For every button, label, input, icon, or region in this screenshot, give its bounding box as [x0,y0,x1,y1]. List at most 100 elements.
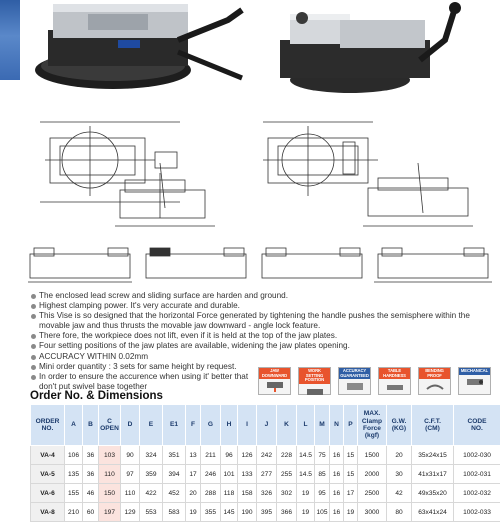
mechanical-icon: MECHANICAL [458,367,491,395]
table-cell: 277 [257,465,277,484]
table-cell: 355 [201,503,221,522]
table-cell: VA-4 [31,446,65,465]
column-header: F [186,405,201,446]
table-cell: 16 [330,446,344,465]
column-header: MAX. Clamp Force (kgf) [358,405,387,446]
column-header: I [238,405,257,446]
table-cell: 105 [315,503,330,522]
column-header: A [65,405,83,446]
column-header: CODE NO. [454,405,500,446]
feature-item: There fore, the workpiece does not lift,… [30,331,495,341]
table-cell: 20 [387,446,412,465]
table-cell: 15 [344,465,358,484]
table-cell: 133 [238,465,257,484]
column-header: N [330,405,344,446]
jaw-position-drawings [28,244,498,288]
table-cell: 15 [344,446,358,465]
feature-item: movable jaw and thus thrusts the movable… [30,321,495,331]
table-cell: 135 [65,465,83,484]
table-cell: 3000 [358,503,387,522]
table-cell: 35x24x15 [412,446,454,465]
column-header: ORDER NO. [31,405,65,446]
table-cell: 1500 [358,446,387,465]
column-header: L [297,405,315,446]
table-cell: 1002-030 [454,446,500,465]
table-cell: 255 [277,465,297,484]
work-setting-position-icon: WORK SETTING POSITION [298,367,331,395]
section-title: Order No. & Dimensions [30,390,163,402]
feature-item: This Vise is so designed that the horizo… [30,311,495,321]
table-cell: 85 [315,465,330,484]
table-cell: 60 [83,503,99,522]
table-cell: 197 [99,503,121,522]
table-cell: 17 [186,465,201,484]
column-header: C.F.T. (CM) [412,405,454,446]
table-cell: 101 [221,465,238,484]
table-cell: 14.5 [297,446,315,465]
table-cell: 103 [99,446,121,465]
table-cell: 36 [83,465,99,484]
table-cell: 1002-031 [454,465,500,484]
table-cell: 395 [257,503,277,522]
technical-drawing-left [30,118,250,236]
table-cell: 97 [121,465,140,484]
table-cell: 366 [277,503,297,522]
table-cell: VA-5 [31,465,65,484]
column-header: D [121,405,140,446]
table-cell: 14.5 [297,465,315,484]
table-cell: 41x31x17 [412,465,454,484]
table-cell: 19 [344,503,358,522]
table-cell: 324 [140,446,163,465]
table-cell: 228 [277,446,297,465]
table-cell: 246 [201,465,221,484]
vise-photo-right [270,0,470,95]
table-cell: 211 [201,446,221,465]
table-cell: 583 [163,503,186,522]
feature-item: The enclosed lead screw and sliding surf… [30,291,495,301]
column-header: K [277,405,297,446]
table-cell: 2000 [358,465,387,484]
column-header: J [257,405,277,446]
table-cell: 19 [186,503,201,522]
column-header: B [83,405,99,446]
table-cell: 359 [140,465,163,484]
column-header: E1 [163,405,186,446]
feature-item: Highest clamping power. It's very accura… [30,301,495,311]
technical-drawing-right [258,118,478,236]
table-cell: 16 [330,465,344,484]
accuracy-guaranteed-icon: ACCURACY GUARANTEED [338,367,371,395]
table-cell: 30 [387,465,412,484]
table-cell: 110 [99,465,121,484]
table-cell: 242 [257,446,277,465]
table-cell: 16 [330,503,344,522]
table-cell: 129 [121,503,140,522]
table-hardness-icon: TABLE HARDNESS [378,367,411,395]
table-cell: 63x41x24 [412,503,454,522]
column-header: M [315,405,330,446]
table-cell: VA-8 [31,503,65,522]
table-cell: 553 [140,503,163,522]
table-cell: 106 [65,446,83,465]
vise-photo-left [28,0,250,92]
table-cell: 75 [315,446,330,465]
table-cell: 210 [65,503,83,522]
column-header: C OPEN [99,405,121,446]
jaw-downward-icon: JAW DOWNWARD [258,367,291,395]
bending-proof-icon: BENDING PROOF [418,367,451,395]
column-header: G.W. (KG) [387,405,412,446]
table-cell: 96 [221,446,238,465]
table-cell: 1002-033 [454,503,500,522]
side-decor-strip [0,0,20,80]
table-cell: 13 [186,446,201,465]
column-header: E [140,405,163,446]
table-cell: 36 [83,446,99,465]
table-cell: 19 [297,503,315,522]
column-header: G [201,405,221,446]
table-cell: 126 [238,446,257,465]
table-cell: 90 [121,446,140,465]
